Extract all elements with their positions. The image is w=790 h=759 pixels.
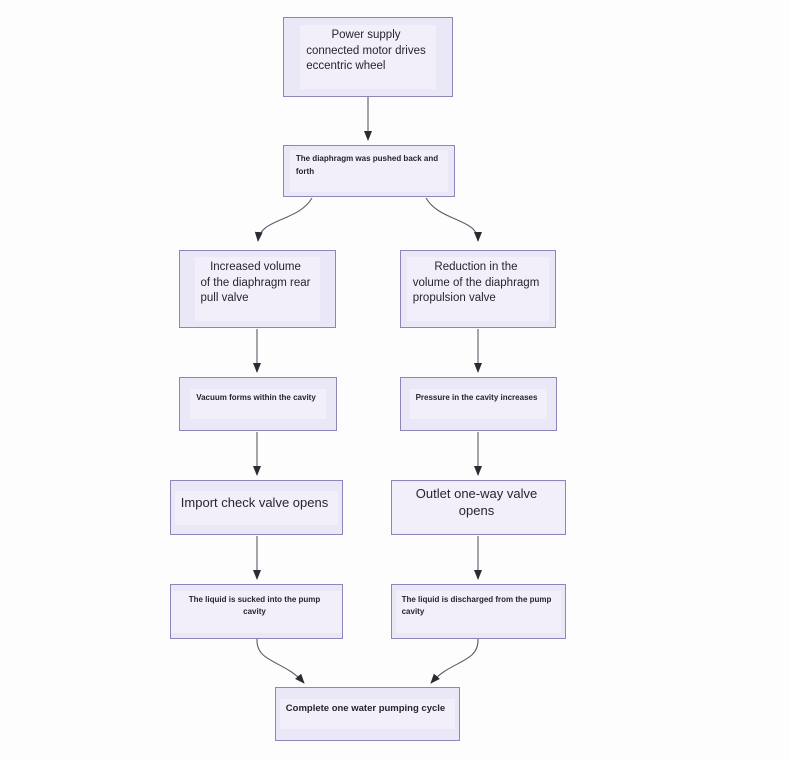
node-pressure-increases: Pressure in the cavity increases bbox=[400, 377, 557, 431]
node-liquid-sucked-label: The liquid is sucked into the pump cavit… bbox=[171, 590, 342, 633]
node-liquid-sucked: The liquid is sucked into the pump cavit… bbox=[170, 584, 343, 639]
node-vacuum-forms: Vacuum forms within the cavity bbox=[179, 377, 337, 431]
node-pressure-increases-label: Pressure in the cavity increases bbox=[409, 389, 548, 419]
node-vacuum-forms-label: Vacuum forms within the cavity bbox=[190, 389, 326, 419]
node-import-valve: Import check valve opens bbox=[170, 480, 343, 535]
node-outlet-valve: Outlet one-way valve opens bbox=[391, 480, 566, 535]
node-outlet-valve-label: Outlet one-way valve opens bbox=[392, 482, 565, 533]
edge-sucked-to-complete bbox=[256, 638, 305, 684]
edge-discharged-to-complete bbox=[430, 638, 479, 684]
node-complete-cycle-label: Complete one water pumping cycle bbox=[279, 699, 456, 729]
edge-diaphragm-to-reduction bbox=[425, 197, 482, 242]
edge-diaphragm-to-increased bbox=[254, 197, 313, 242]
node-import-valve-label: Import check valve opens bbox=[174, 490, 339, 525]
node-complete-cycle: Complete one water pumping cycle bbox=[275, 687, 460, 741]
